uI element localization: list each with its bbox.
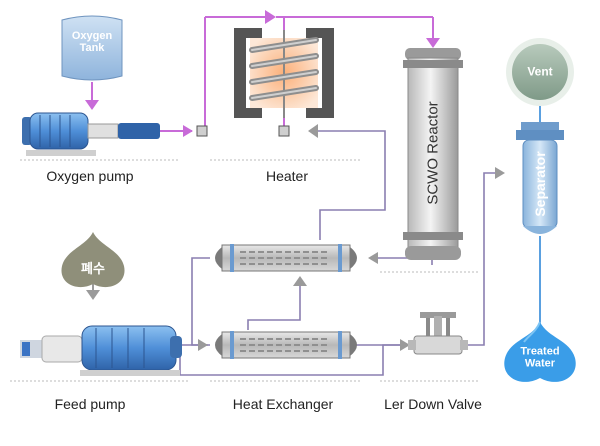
oxygen-arrows xyxy=(85,10,440,137)
treated-water-droplet xyxy=(504,321,576,382)
junction-box xyxy=(278,125,290,137)
heat-exchanger-upper xyxy=(215,244,357,272)
feed-pump-caption: Feed pump xyxy=(54,396,126,412)
feed-pump xyxy=(20,325,182,376)
heat-exchanger-lower xyxy=(215,331,357,359)
oxygen-pump xyxy=(22,112,160,156)
process-arrows xyxy=(86,124,505,351)
oxygen-tank-label: Oxygen Tank xyxy=(71,30,113,55)
treated-water-label: Treated Water xyxy=(520,345,560,369)
scwo-reactor xyxy=(403,48,463,260)
wastewater-label: 폐수 xyxy=(81,261,105,277)
junction-box xyxy=(196,125,208,137)
heater-caption: Heater xyxy=(265,168,309,184)
oxygen-pump-caption: Oxygen pump xyxy=(46,168,134,184)
vent-label: Vent xyxy=(527,64,553,79)
heater xyxy=(234,28,334,118)
heat-exchanger-caption: Heat Exchanger xyxy=(232,396,334,412)
separator xyxy=(516,122,564,234)
wastewater-droplet xyxy=(61,232,125,288)
valve-caption: Ler Down Valve xyxy=(384,396,482,412)
reactor-label: SCWO Reactor xyxy=(424,101,442,205)
vent xyxy=(506,38,574,106)
separator-label: Separator xyxy=(532,151,548,217)
oxygen-tank xyxy=(61,15,123,81)
let-down-valve xyxy=(408,312,468,355)
